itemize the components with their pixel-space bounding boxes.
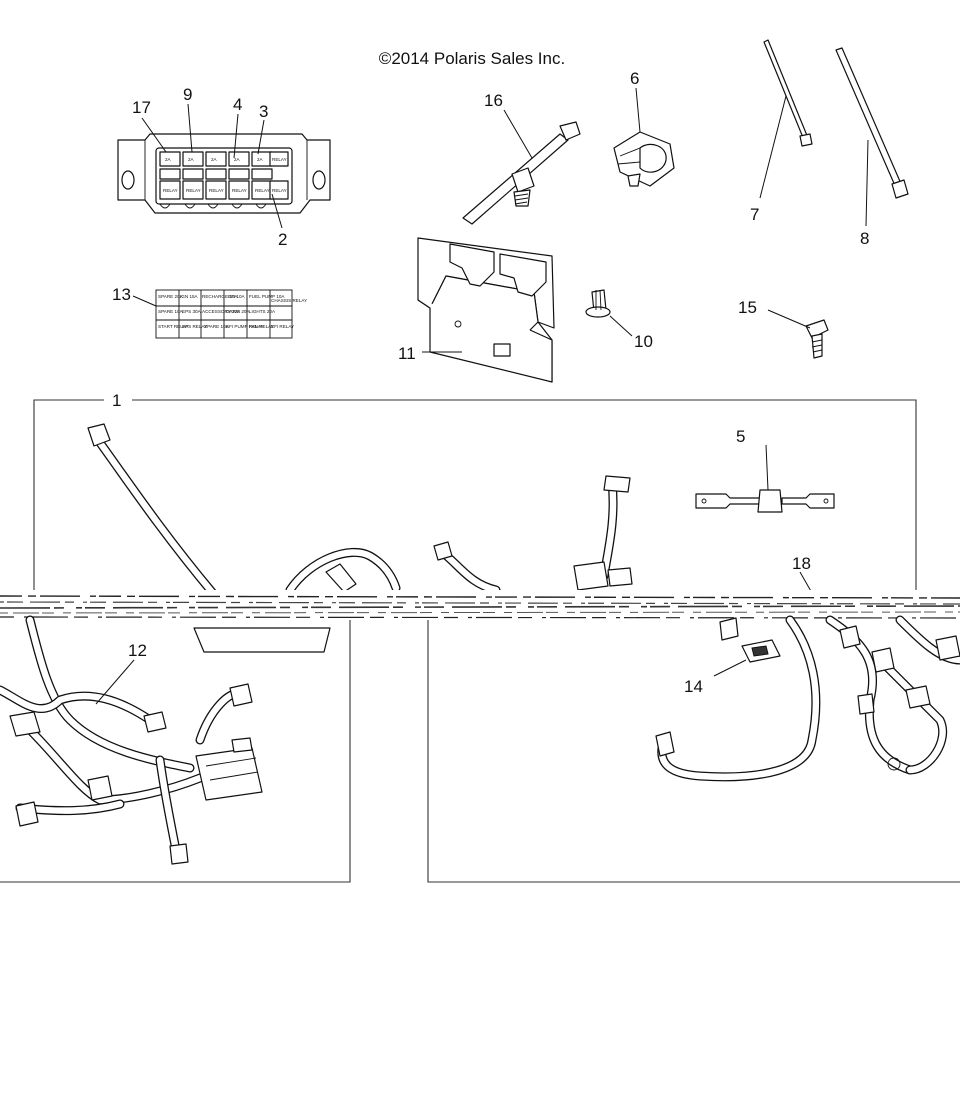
svg-text:EPS 30A: EPS 30A bbox=[182, 309, 202, 314]
svg-text:2A: 2A bbox=[165, 157, 172, 162]
svg-text:2A: 2A bbox=[211, 157, 218, 162]
callout-7: 7 bbox=[750, 205, 759, 224]
svg-text:RELAY: RELAY bbox=[186, 188, 201, 193]
svg-text:RELAY: RELAY bbox=[232, 188, 247, 193]
fuse-box-part: 2A 2A 2A 2A 2A RELAY RELAY RELAY RELAY R… bbox=[117, 133, 331, 214]
svg-text:EFI PUMP RELAY: EFI PUMP RELAY bbox=[226, 324, 264, 329]
callout-5: 5 bbox=[736, 427, 745, 446]
callout-10: 10 bbox=[634, 332, 653, 351]
svg-text:EPS RELAY: EPS RELAY bbox=[182, 324, 207, 329]
svg-text:EFI RELAY: EFI RELAY bbox=[271, 324, 294, 329]
svg-text:RELAY: RELAY bbox=[209, 188, 224, 193]
svg-text:FAN RELAY: FAN RELAY bbox=[249, 324, 274, 329]
callout-3: 3 bbox=[259, 102, 268, 121]
fuse-box-labels: 2A 2A 2A 2A 2A RELAY RELAY RELAY RELAY R… bbox=[163, 157, 287, 193]
svg-text:CHASSIS RELAY: CHASSIS RELAY bbox=[271, 298, 307, 303]
svg-text:RELAY: RELAY bbox=[272, 188, 287, 193]
svg-text:RELAY: RELAY bbox=[272, 157, 287, 162]
main-harness-connector-18 bbox=[193, 627, 331, 653]
main-harness-upper bbox=[87, 423, 633, 597]
svg-text:EFI 10A: EFI 10A bbox=[228, 294, 246, 299]
callout-11: 11 bbox=[398, 344, 416, 363]
callout-13: 13 bbox=[112, 285, 131, 304]
cable-tie-mount-part bbox=[462, 121, 581, 225]
jumper-harness-part bbox=[695, 489, 835, 513]
callout-2: 2 bbox=[278, 230, 287, 249]
harness-18-part bbox=[655, 615, 960, 782]
svg-text:ACCESSORY 20A: ACCESSORY 20A bbox=[202, 309, 241, 314]
svg-text:RECHARGE 10A: RECHARGE 10A bbox=[202, 294, 238, 299]
svg-text:RELAY: RELAY bbox=[163, 188, 178, 193]
svg-text:IGN 15A: IGN 15A bbox=[180, 294, 199, 299]
scan-artifact-band bbox=[0, 590, 960, 620]
callout-1: 1 bbox=[112, 391, 121, 410]
callout-18: 18 bbox=[792, 554, 811, 573]
push-rivet-part bbox=[585, 289, 611, 318]
callout-9: 9 bbox=[183, 85, 192, 104]
fuse-holder-14-part bbox=[741, 639, 781, 663]
cable-tie-7-part bbox=[763, 39, 813, 147]
svg-text:LIGHTS 20A: LIGHTS 20A bbox=[249, 309, 276, 314]
connector-clip-part bbox=[613, 131, 675, 187]
cable-tie-8-part bbox=[835, 47, 909, 199]
callout-8: 8 bbox=[860, 229, 869, 248]
svg-text:DRIVE 20A: DRIVE 20A bbox=[226, 309, 250, 314]
fuse-decal-part: SPARE 20A IGN 15A RECHARGE 10A EFI 10A F… bbox=[155, 289, 307, 339]
callout-15: 15 bbox=[738, 298, 757, 317]
copyright-text: ©2014 Polaris Sales Inc. bbox=[379, 49, 565, 68]
callout-6: 6 bbox=[630, 69, 639, 88]
harness-frame bbox=[0, 399, 960, 883]
callout-4: 4 bbox=[233, 95, 242, 114]
svg-text:2A: 2A bbox=[234, 157, 241, 162]
svg-text:2A: 2A bbox=[188, 157, 195, 162]
callout-16: 16 bbox=[484, 91, 503, 110]
bolt-part bbox=[805, 319, 829, 359]
svg-text:SPARE 10A: SPARE 10A bbox=[204, 324, 230, 329]
callout-17: 17 bbox=[132, 98, 151, 117]
svg-text:START RELAY: START RELAY bbox=[158, 324, 189, 329]
callout-14: 14 bbox=[684, 677, 703, 696]
harness-12-part bbox=[0, 615, 263, 865]
bracket-part bbox=[417, 237, 555, 383]
svg-text:RELAY: RELAY bbox=[255, 188, 270, 193]
svg-text:SPARE 10A: SPARE 10A bbox=[158, 309, 184, 314]
svg-text:FUEL PUMP 10A: FUEL PUMP 10A bbox=[249, 294, 285, 299]
callout-12: 12 bbox=[128, 641, 147, 660]
svg-text:SPARE 20A: SPARE 20A bbox=[158, 294, 184, 299]
svg-text:2A: 2A bbox=[257, 157, 264, 162]
